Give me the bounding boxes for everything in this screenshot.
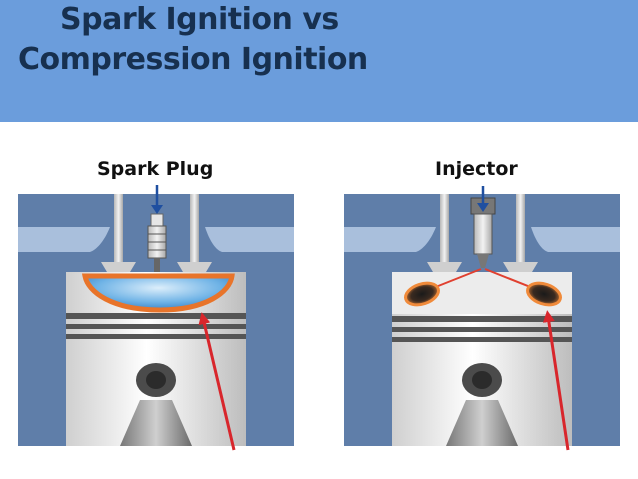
combustion-plume-left [404, 281, 440, 307]
piston-motion-arrow [542, 310, 570, 451]
piston-motion-arrow [198, 312, 236, 451]
intake-port [344, 227, 436, 252]
exhaust-valve-stem [190, 194, 199, 264]
spark-plug [147, 213, 167, 272]
intake-valve-head [101, 262, 136, 272]
page-title: Spark Ignition vs Compression Ignition [18, 0, 368, 80]
injector-pointer-arrowhead [477, 203, 489, 212]
fuel-air-charge [81, 273, 235, 313]
title-banner [0, 0, 638, 122]
exhaust-valve-stem [516, 194, 525, 264]
intake-valve-head [427, 262, 462, 272]
exhaust-port [205, 227, 294, 252]
exhaust-valve-head [503, 262, 538, 272]
exhaust-valve-head [177, 262, 212, 272]
spark-plug-label: Spark Plug [97, 158, 214, 180]
intake-valve-stem [114, 194, 123, 264]
compression-ignition-diagram [344, 186, 620, 451]
combustion-plume-right [526, 281, 562, 307]
connecting-rod [446, 400, 518, 446]
spark-ignition-diagram [18, 185, 294, 451]
injector-label: Injector [435, 158, 518, 180]
exhaust-port [531, 227, 620, 252]
connecting-rod [120, 400, 192, 446]
intake-port [18, 227, 110, 252]
title-line-1: Spark Ignition vs [60, 2, 339, 37]
spark-plug-pointer-arrowhead [151, 205, 163, 214]
intake-valve-stem [440, 194, 449, 264]
title-line-2: Compression Ignition [18, 42, 368, 77]
